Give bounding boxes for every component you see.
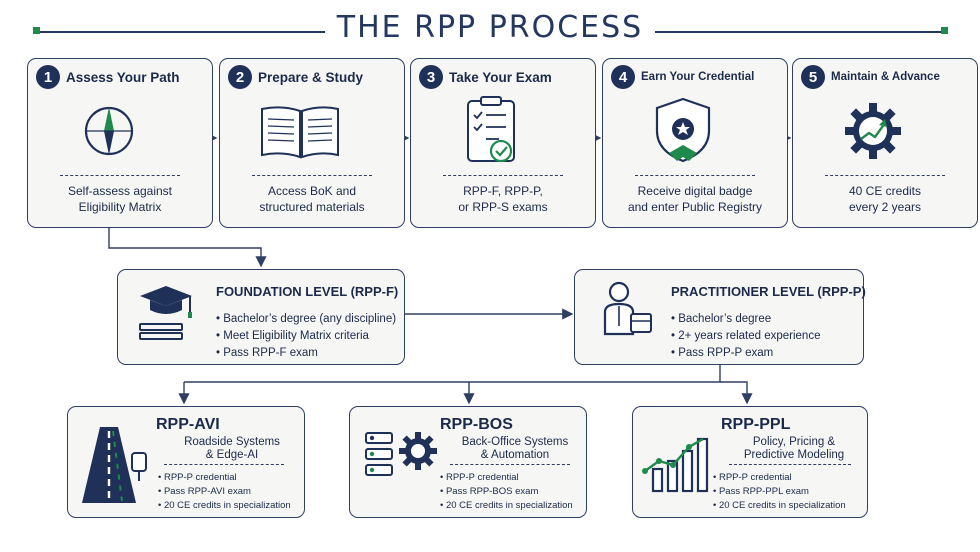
step-title: Take Your Exam	[449, 69, 552, 85]
step-earn-your-credential: 4 Earn Your Credential Receive digital b…	[602, 58, 788, 228]
step-divider	[635, 175, 755, 176]
list-item: • RPP-P credential	[713, 472, 792, 483]
step-number: 4	[611, 65, 635, 89]
step-take-your-exam: 3 Take Your Exam RPP-F, RPP-P, or RPP-S …	[410, 58, 596, 228]
step-header: 1 Assess Your Path	[36, 65, 180, 89]
step-prepare-and-study: 2 Prepare & Study Access BoK and structu…	[219, 58, 405, 228]
step-description: 40 CE credits every 2 years	[848, 184, 922, 214]
step-assess-your-path: 1 Assess Your Path Self-assess against E…	[27, 58, 213, 228]
step-title: Assess Your Path	[66, 69, 180, 85]
step-description: RPP-F, RPP-P, or RPP-S exams	[458, 184, 548, 214]
step-title: Maintain & Advance	[831, 71, 940, 83]
step-description: Self-assess against Eligibility Matrix	[67, 184, 173, 214]
step-maintain-and-advance: 5 Maintain & Advance 40 CE credits every…	[792, 58, 978, 228]
title-left-line	[40, 31, 385, 33]
step-number: 5	[801, 65, 825, 89]
server-gear-icon	[365, 432, 437, 476]
spec-subtitle: Policy, Pricing & Predictive Modeling	[743, 436, 845, 461]
list-item: • Pass RPP-F exam	[216, 347, 318, 359]
step-header: 3 Take Your Exam	[419, 65, 552, 89]
spec-title: RPP-PPL	[721, 416, 791, 433]
step-title: Prepare & Study	[258, 69, 364, 85]
specialization-rpp-avi: RPP-AVI Roadside Systems & Edge-AI • RPP…	[67, 406, 305, 518]
list-item: • Pass RPP-BOS exam	[440, 486, 539, 497]
spec-requirements: • RPP-P credential • Pass RPP-PPL exam •…	[713, 471, 846, 513]
compass-icon	[84, 106, 134, 156]
step-number: 2	[228, 65, 252, 89]
title-left-marker	[33, 27, 40, 34]
title-right-marker	[941, 27, 948, 34]
list-item: • 20 CE credits in specialization	[158, 500, 291, 511]
list-item: • 20 CE credits in specialization	[440, 500, 573, 511]
step-header: 5 Maintain & Advance	[801, 65, 940, 89]
open-book-icon	[261, 106, 339, 159]
step-divider	[443, 175, 563, 176]
practitioner-level-title: PRACTITIONER LEVEL (RPP-P)	[671, 284, 866, 299]
spec-subtitle: Roadside Systems & Edge-AI	[184, 436, 280, 461]
specialization-rpp-ppl: RPP-PPL Policy, Pricing & Predictive Mod…	[632, 406, 868, 518]
growth-chart-icon	[642, 437, 709, 493]
road-icon	[82, 427, 147, 503]
specialization-rpp-bos: RPP-BOS Back-Office Systems & Automation…	[349, 406, 587, 518]
step-header: 4 Earn Your Credential	[611, 65, 754, 89]
spec-divider	[450, 464, 570, 465]
spec-requirements: • RPP-P credential • Pass RPP-AVI exam •…	[158, 471, 291, 513]
spec-divider	[164, 464, 284, 465]
clipboard-checklist-icon	[467, 96, 515, 163]
list-item: • Bachelor’s degree (any discipline)	[216, 313, 397, 325]
title-bar: THE RPP PROCESS	[0, 0, 980, 62]
step-divider	[60, 175, 180, 176]
step-number: 1	[36, 65, 60, 89]
list-item: • 2+ years related experience	[671, 330, 821, 342]
shield-badge-icon	[655, 97, 711, 163]
spec-title: RPP-AVI	[156, 416, 220, 433]
list-item: • RPP-P credential	[158, 472, 237, 483]
page-title: THE RPP PROCESS	[324, 10, 656, 45]
graduation-cap-icon	[139, 286, 192, 340]
practitioner-requirements: • Bachelor’s degree • 2+ years related e…	[671, 311, 820, 362]
list-item: • 20 CE credits in specialization	[713, 500, 846, 511]
spec-divider	[729, 464, 851, 465]
list-item: • Pass RPP-P exam	[671, 347, 774, 359]
list-item: • RPP-P credential	[440, 472, 519, 483]
step-title: Earn Your Credential	[641, 71, 755, 83]
step-divider	[252, 175, 372, 176]
foundation-level-title: FOUNDATION LEVEL (RPP-F)	[216, 284, 399, 299]
list-item: • Meet Eligibility Matrix criteria	[216, 330, 369, 342]
foundation-level-card: FOUNDATION LEVEL (RPP-F) • Bachelor’s de…	[117, 269, 405, 365]
foundation-requirements: • Bachelor’s degree (any discipline) • M…	[216, 311, 396, 362]
step-number: 3	[419, 65, 443, 89]
spec-subtitle: Back-Office Systems & Automation	[461, 436, 569, 461]
practitioner-level-card: PRACTITIONER LEVEL (RPP-P) • Bachelor’s …	[574, 269, 866, 365]
step-header: 2 Prepare & Study	[228, 65, 363, 89]
list-item: • Pass RPP-PPL exam	[713, 486, 809, 497]
list-item: • Bachelor’s degree	[671, 313, 772, 325]
list-item: • Pass RPP-AVI exam	[158, 486, 251, 497]
professional-person-icon	[603, 281, 652, 336]
gear-growth-icon	[845, 103, 901, 159]
step-description: Receive digital badge and enter Public R…	[627, 184, 763, 214]
step-description: Access BoK and structured materials	[259, 184, 365, 214]
spec-title: RPP-BOS	[440, 416, 513, 433]
title-right-line	[598, 31, 941, 33]
step-divider	[825, 175, 945, 176]
spec-requirements: • RPP-P credential • Pass RPP-BOS exam •…	[440, 471, 573, 513]
